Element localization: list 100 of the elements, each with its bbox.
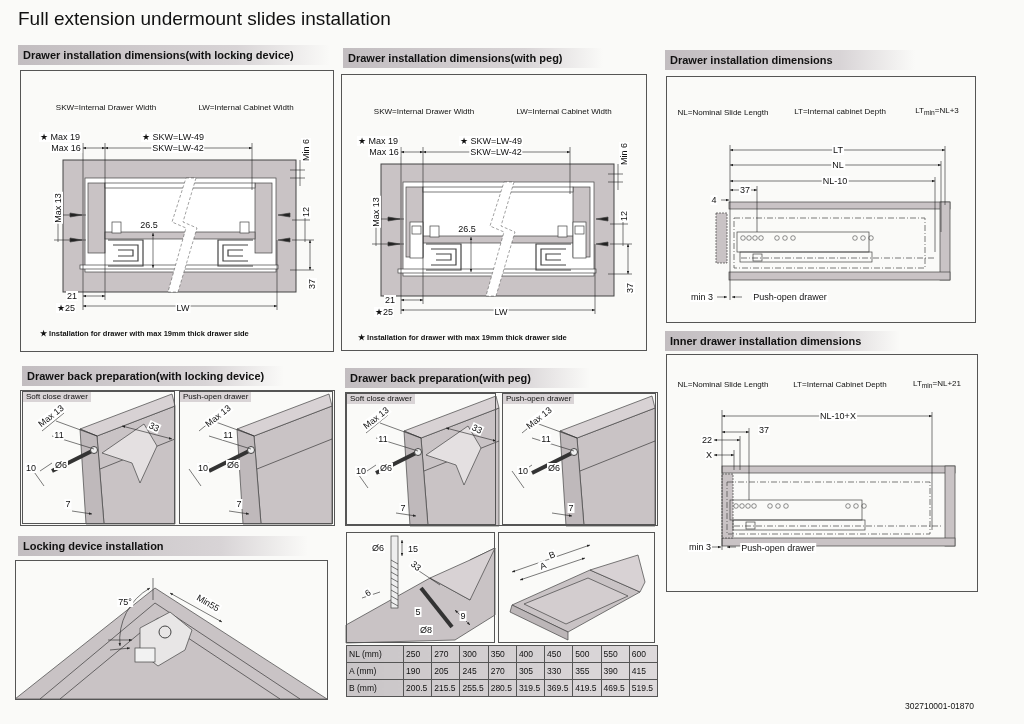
table-value: 245 [459, 662, 489, 680]
table-value: 200.5 [403, 679, 432, 697]
dimension-label: Max 13 [523, 404, 555, 432]
dimension-label: Max 13 [53, 192, 63, 224]
dimension-label: Push-open drawer [752, 292, 828, 302]
dimension-label: 37 [758, 425, 770, 435]
dimension-label: 22 [701, 435, 713, 445]
dimension-label: 7 [64, 499, 72, 509]
dimension-label: ★25 [56, 303, 76, 313]
definition-text: LT=Internal cabinet Depth [794, 107, 886, 117]
table-value: 390 [601, 662, 630, 680]
dimension-label: 11 [540, 434, 552, 444]
panel-label: Soft close drawer [347, 394, 415, 404]
dimension-label: NL-10+X [819, 411, 857, 421]
dimension-label: 9 [459, 611, 467, 621]
definition-text: LW=Internal Cabinet Width [516, 107, 612, 117]
table-value: 270 [488, 662, 517, 680]
dimension-label: Ø6 [547, 463, 561, 473]
dimension-label: 11 [53, 430, 65, 440]
dimension-label: 11 [222, 430, 234, 440]
row-header: A (mm) [346, 662, 404, 680]
dimension-label: ★ SKW=LW-49 [459, 136, 523, 146]
table-value: 400 [516, 645, 545, 663]
dimension-label: Max 13 [371, 196, 381, 228]
definition-text: NL=Nominal Slide Length [677, 108, 769, 118]
dimension-label: Ø6 [379, 463, 393, 473]
definition-text: LW=Internal Cabinet Width [198, 103, 294, 113]
panel-label: Soft close drawer [23, 392, 91, 402]
table-value: 319.5 [516, 679, 545, 697]
drawing-panel [498, 532, 655, 643]
dimension-label: Max 13 [360, 404, 392, 432]
dimension-label: min 3 [690, 292, 714, 302]
dimension-label: 7 [567, 503, 575, 513]
panel-label: Push-open drawer [180, 392, 252, 402]
diagram-panel [502, 393, 656, 525]
definition-text: NL=Nominal Slide Length [677, 380, 769, 390]
diagram-panel [179, 391, 333, 524]
dimension-label: 10 [25, 463, 37, 473]
table-value: 500 [572, 645, 602, 663]
dimension-label: SKW=LW-42 [151, 143, 205, 153]
table-value: 355 [572, 662, 602, 680]
table-value: 300 [459, 645, 489, 663]
dimension-label: Ø6 [226, 460, 240, 470]
dimension-label: Ø6 [54, 460, 68, 470]
dimension-label: 21 [66, 291, 78, 301]
table-value: 255.5 [459, 679, 489, 697]
dimension-label: 10 [517, 466, 529, 476]
dimension-label: 15 [407, 544, 419, 554]
diagram-panel [22, 391, 175, 524]
definition-text: SKW=Internal Drawer Width [55, 103, 157, 113]
table-value: 250 [403, 645, 432, 663]
dimension-label: X [705, 450, 713, 460]
table-value: 519.5 [629, 679, 658, 697]
table-value: 280.5 [488, 679, 517, 697]
row-header: B (mm) [346, 679, 404, 697]
dimension-label: SKW=LW-42 [469, 147, 523, 157]
dimension-label: 4 [710, 195, 718, 205]
table-value: 600 [629, 645, 658, 663]
table-value: 450 [544, 645, 573, 663]
table-value: 369.5 [544, 679, 573, 697]
dimension-label: ★ SKW=LW-49 [141, 132, 205, 142]
dimension-label: Max 16 [368, 147, 400, 157]
diagram-panel [346, 393, 496, 525]
table-value: 469.5 [601, 679, 630, 697]
table-value: 330 [544, 662, 573, 680]
dimension-label: NL [831, 160, 845, 170]
page-title: Full extension undermount slides installation [18, 8, 391, 30]
dimension-label: LW [175, 303, 191, 313]
definition-text: LT=Internal Cabinet Depth [793, 380, 887, 390]
dimension-label: Min 6 [619, 142, 629, 166]
dimension-label: Ø6 [371, 543, 385, 553]
dimension-label: 5 [414, 607, 422, 617]
panel-label: Push-open drawer [503, 394, 575, 404]
dimension-label: 11 [377, 434, 389, 444]
table-value: 190 [403, 662, 432, 680]
dimension-label: B [546, 548, 558, 562]
dimension-label: 12 [301, 206, 311, 218]
dimension-label: Ø8 [419, 625, 433, 635]
dimension-label: 12 [619, 210, 629, 222]
dimension-label: 21 [384, 295, 396, 305]
dimension-label: 26.5 [457, 224, 477, 234]
table-value: 350 [488, 645, 517, 663]
dimension-label: Push-open drawer [740, 543, 816, 553]
dimension-label: 26.5 [139, 220, 159, 230]
table-value: 270 [431, 645, 460, 663]
dimension-label: 7 [235, 499, 243, 509]
dimension-label: LT [832, 145, 844, 155]
dimension-label: 37 [739, 185, 751, 195]
dimension-label: ★ Max 19 [357, 136, 399, 146]
dimension-label: min 3 [688, 542, 712, 552]
table-value: 215.5 [431, 679, 460, 697]
row-header: NL (mm) [346, 645, 404, 663]
dimension-label: 75° [117, 597, 133, 607]
definition-text: LT$_{min}$=NL+3 [915, 105, 959, 119]
document-code: 302710001-01870 [905, 701, 974, 711]
dimension-label: NL-10 [821, 176, 849, 186]
dimension-label: LW [493, 307, 509, 317]
table-value: 550 [601, 645, 630, 663]
dimension-label: Min 6 [301, 138, 311, 162]
dimension-label: 37 [625, 282, 635, 294]
